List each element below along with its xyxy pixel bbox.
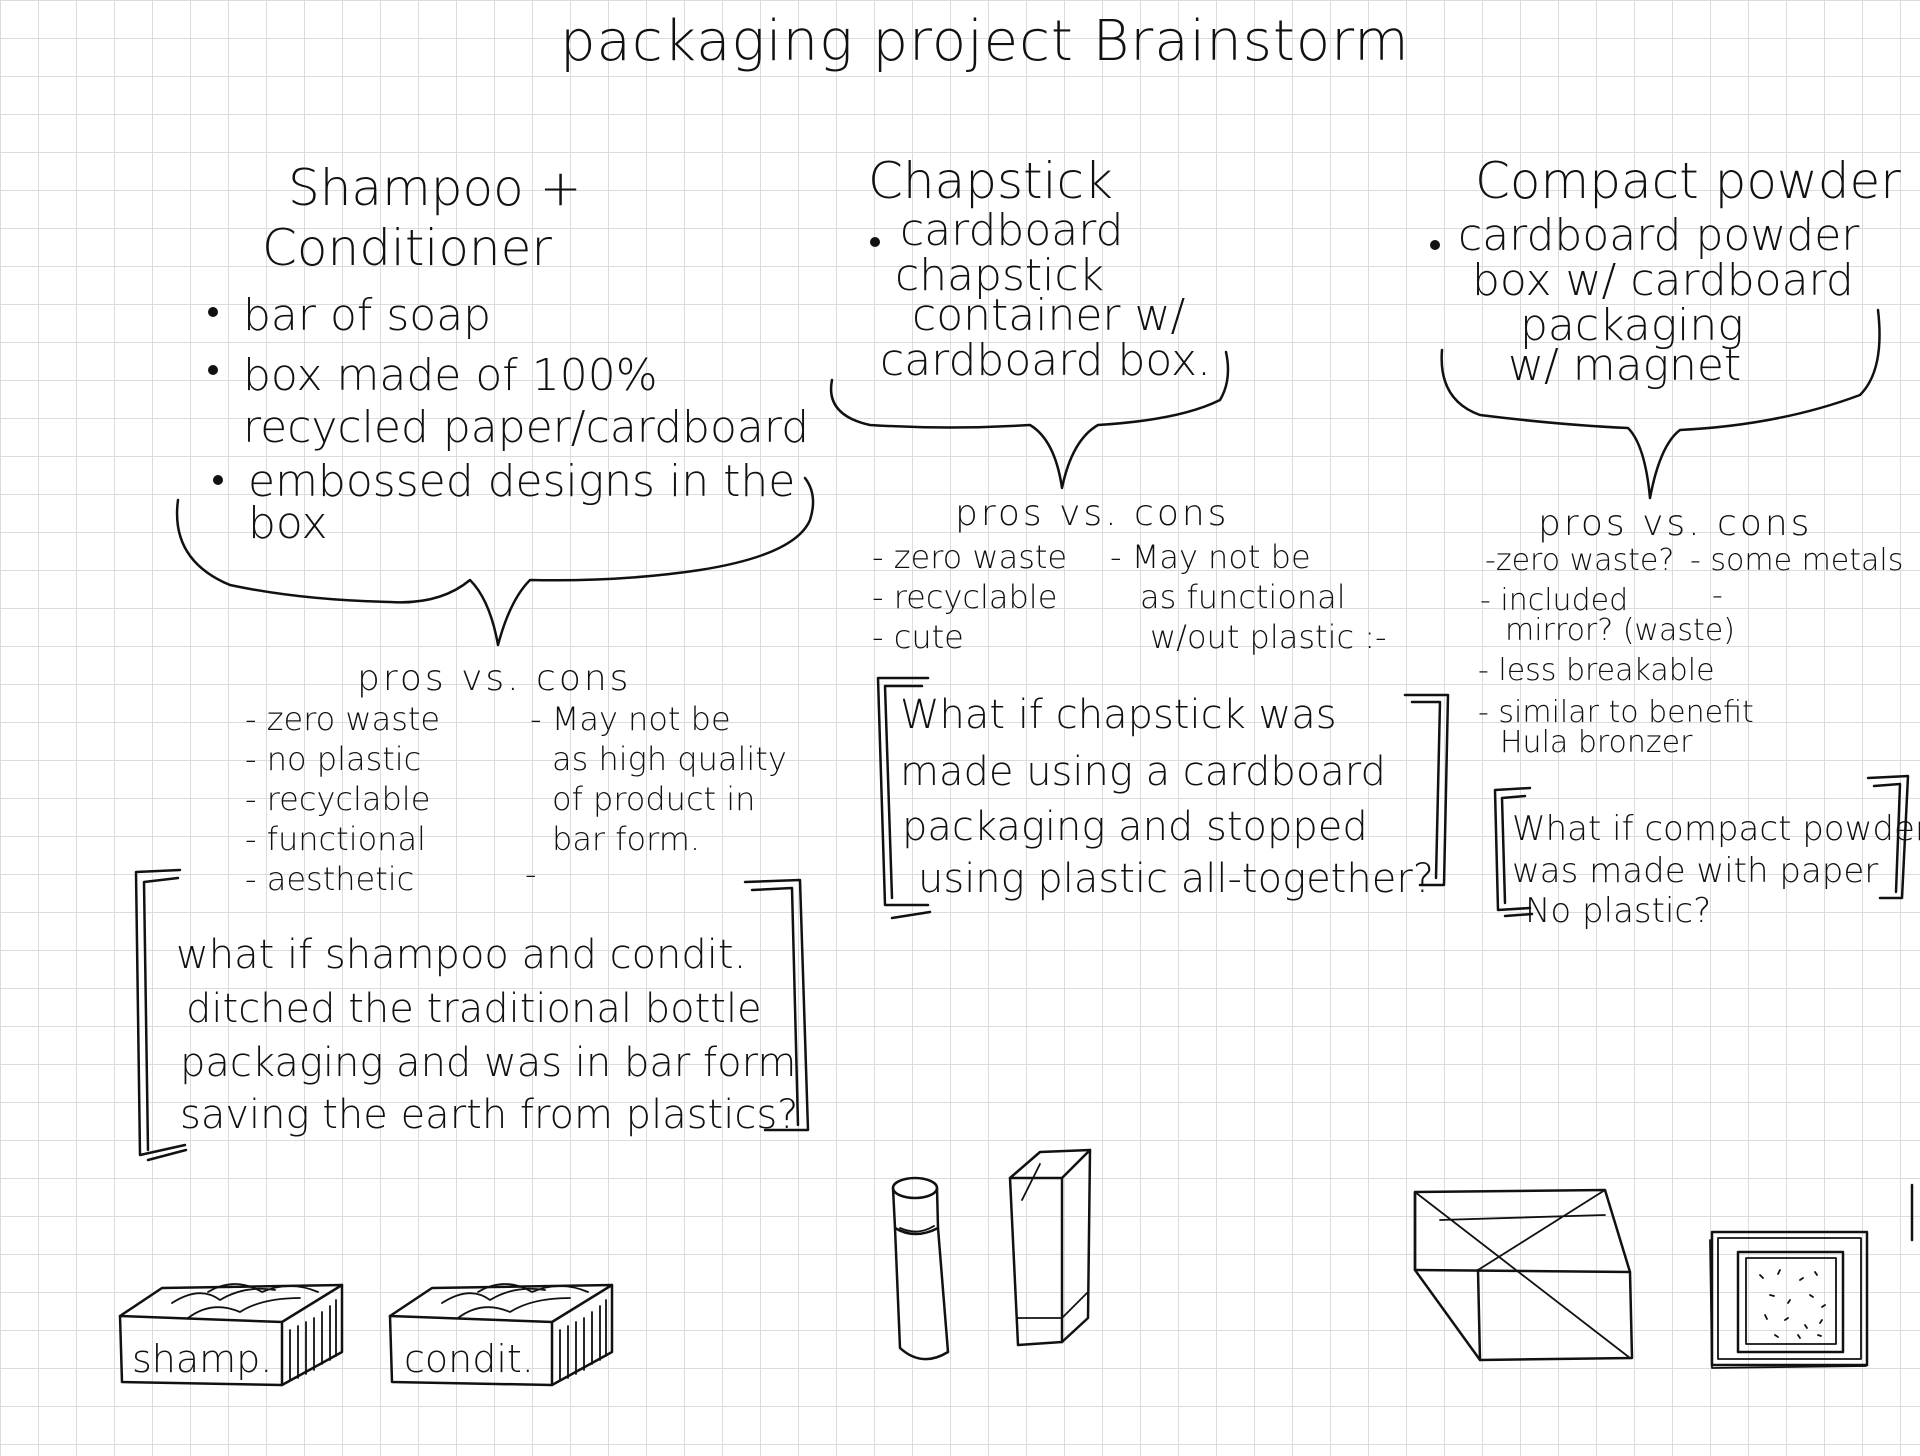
question-bracket-left [876, 676, 932, 920]
bullet-text: box [248, 498, 328, 549]
pros-item: - similar to benefit [1478, 695, 1754, 730]
pros-item: Hula bronzer [1500, 725, 1693, 760]
question-bracket-left [1493, 786, 1534, 918]
cons-dash: - [525, 855, 537, 893]
compact-powder-sketch [1709, 1230, 1869, 1369]
pros-item: - functional [245, 820, 426, 858]
chapstick-tube-sketch [891, 1176, 950, 1361]
brace-line [175, 476, 815, 647]
question-bracket-right [1403, 693, 1450, 887]
pros-list: - zero waste - recyclable - cute [872, 538, 1067, 656]
bullet-text: recycled paper/cardboard [243, 402, 809, 453]
section-heading: Conditioner [262, 219, 552, 277]
pros-item: - zero waste [245, 700, 440, 738]
bullet-text: container w/ [912, 290, 1185, 341]
pros-item: - recyclable [245, 780, 430, 818]
pros-item: - recyclable [872, 578, 1057, 616]
question-line: what if shampoo and condit. [176, 932, 746, 978]
section-heading: Shampoo + [288, 159, 581, 217]
question-bracket-right [1866, 774, 1910, 900]
page-title: packaging project Brainstorm [560, 9, 1410, 74]
shampoo-bar-sketch: shamp. [118, 1283, 344, 1387]
pros-item: - cute [872, 618, 964, 656]
pros-item: - aesthetic [245, 860, 414, 898]
cons-list: - some metals - [1690, 543, 1903, 613]
pros-item: mirror? (waste) [1505, 613, 1735, 648]
brace-line [829, 350, 1230, 490]
bullet-dot [208, 307, 218, 317]
bullet-text: box made of 100% [243, 350, 658, 401]
question-line: No plastic? [1525, 891, 1711, 931]
bullet-text: w/ magnet [1508, 340, 1741, 391]
question-bracket-left [134, 868, 188, 1162]
section-heading: Compact powder [1475, 152, 1901, 210]
bullet-text: cardboard box. [880, 335, 1211, 386]
question-line: What if chapstick was [900, 692, 1337, 738]
cons-list: - May not be as functional w/out plastic… [1110, 538, 1387, 656]
pros-list: - zero waste - no plastic - recyclable -… [245, 700, 440, 898]
pros-item: - zero waste [872, 538, 1067, 576]
open-box-sketch [1413, 1188, 1634, 1362]
section-chapstick: Chapstick cardboard chapstick container … [829, 152, 1450, 1361]
cons-item: - May not be [1110, 538, 1311, 576]
question-line: was made with paper [1512, 851, 1878, 891]
pros-cons-heading: pros vs. cons [357, 658, 631, 699]
brace-line [1440, 308, 1881, 500]
chapstick-box-sketch [1008, 1148, 1092, 1347]
pros-item: - no plastic [245, 740, 421, 778]
cons-list: - May not be as high quality of product … [525, 700, 787, 893]
bullet-text: packaging [1520, 300, 1744, 351]
cons-item: as functional [1140, 578, 1346, 616]
bullet-text: embossed designs in the [248, 456, 795, 507]
section-shampoo-conditioner: Shampoo + Conditioner bar of soap box ma… [118, 159, 815, 1387]
question-line: made using a cardboard [900, 749, 1386, 795]
sketch-label: condit. [404, 1337, 534, 1381]
pros-item: -zero waste? [1485, 543, 1674, 578]
question-line: saving the earth from plastics? [180, 1092, 798, 1138]
cons-item: - May not be [530, 700, 731, 738]
pros-cons-heading: pros vs. cons [955, 493, 1229, 534]
conditioner-bar-sketch: condit. [388, 1283, 614, 1387]
bullet-dot [1430, 240, 1440, 250]
bullet-text: box w/ cardboard [1472, 255, 1854, 306]
question-bracket-right [743, 878, 810, 1132]
cons-item: w/out plastic :- [1150, 618, 1387, 656]
bullet-dot [213, 475, 223, 485]
section-heading: Chapstick [868, 152, 1113, 210]
cons-item: as high quality [552, 740, 787, 778]
pros-item: - less breakable [1478, 653, 1715, 688]
pros-cons-heading: pros vs. cons [1538, 503, 1812, 544]
question-line: packaging and was in bar form [180, 1040, 796, 1086]
cons-item: of product in [552, 780, 755, 818]
question-line: packaging and stopped [902, 804, 1368, 850]
question-line: using plastic all-together? [918, 856, 1434, 902]
bullet-text: cardboard powder [1458, 210, 1860, 261]
bullet-dot [870, 237, 880, 247]
bullet-text: cardboard [900, 205, 1123, 256]
question-line: ditched the traditional bottle [186, 986, 762, 1032]
cons-item: - some metals [1690, 543, 1903, 578]
bullet-dot [208, 365, 218, 375]
bullet-text: chapstick [895, 250, 1104, 301]
bullet-text: bar of soap [243, 290, 491, 341]
pros-list: -zero waste? - included mirror? (waste) … [1478, 543, 1754, 760]
cons-item: bar form. [552, 820, 700, 858]
sketch-label: shamp. [132, 1337, 272, 1381]
question-line: What if compact powder [1512, 809, 1920, 849]
section-compact-powder: Compact powder cardboard powder box w/ c… [1413, 152, 1920, 1369]
pros-item: - included [1480, 583, 1628, 618]
cons-dash: - [1712, 578, 1723, 613]
